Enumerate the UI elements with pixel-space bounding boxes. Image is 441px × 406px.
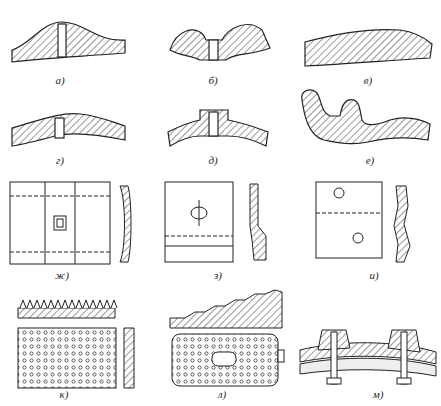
liner-tooth xyxy=(76,300,82,308)
liner-tooth xyxy=(62,300,68,308)
figure-letter: г) xyxy=(56,155,64,166)
liner-tooth xyxy=(111,300,117,308)
figure-letter: к) xyxy=(60,389,69,400)
liner-tooth xyxy=(41,300,47,308)
figure-letter: б) xyxy=(208,75,217,86)
liner-tooth xyxy=(34,300,40,308)
figure-letter: в) xyxy=(364,75,372,86)
liner-tooth xyxy=(83,300,89,308)
liner-tooth xyxy=(55,300,61,308)
figure-letter: и) xyxy=(369,270,378,281)
liner-tooth xyxy=(97,300,103,308)
liner-tooth xyxy=(69,300,75,308)
figure-letter: е) xyxy=(366,155,375,166)
figure-letter: а) xyxy=(55,75,64,86)
figure-letter: ж) xyxy=(55,270,69,281)
liner-tooth xyxy=(27,300,33,308)
figure-letter: л) xyxy=(218,389,226,400)
figure-letter: д) xyxy=(208,155,217,166)
liner-tooth xyxy=(104,300,110,308)
figure-letter: м) xyxy=(373,389,384,400)
liner-tooth xyxy=(20,300,26,308)
figure-letter: з) xyxy=(214,270,222,281)
liner-tooth xyxy=(48,300,54,308)
liner-tooth xyxy=(90,300,96,308)
